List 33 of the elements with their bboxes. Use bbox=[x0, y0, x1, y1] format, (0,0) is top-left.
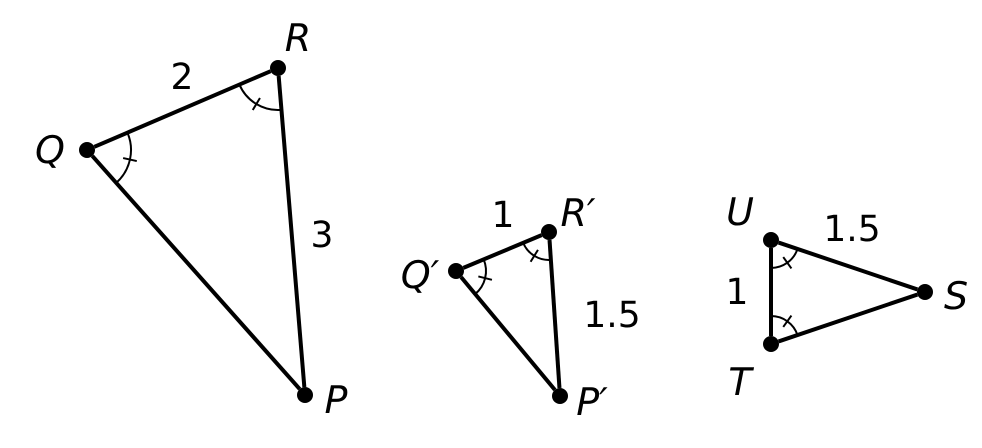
vertex-point bbox=[297, 387, 313, 403]
vertex-point bbox=[270, 60, 286, 76]
vertex-point bbox=[763, 336, 779, 352]
vertex-label: P′ bbox=[576, 383, 608, 421]
side-length: 3 bbox=[310, 218, 334, 254]
vertex-point bbox=[448, 263, 464, 279]
vertex-label: Q bbox=[35, 131, 65, 169]
vertex-point bbox=[79, 142, 95, 158]
triangle-side bbox=[778, 292, 918, 344]
vertex-point bbox=[917, 284, 933, 300]
vertex-label: P bbox=[324, 381, 348, 419]
vertex-label: R′ bbox=[560, 194, 596, 232]
vertex-point bbox=[541, 224, 557, 240]
side-length: 1 bbox=[492, 198, 514, 234]
triangle-side bbox=[462, 233, 542, 270]
vertex-point bbox=[552, 388, 568, 404]
triangle-side bbox=[460, 276, 556, 392]
vertex-point bbox=[763, 232, 779, 248]
triangle-side bbox=[94, 69, 272, 149]
triangle-side bbox=[548, 240, 562, 388]
side-length: 1.5 bbox=[823, 212, 881, 248]
triangle-side bbox=[778, 240, 918, 292]
triangle-side bbox=[276, 76, 306, 388]
vertex-label: Q′ bbox=[400, 256, 440, 294]
side-length: 1.5 bbox=[583, 298, 641, 334]
vertex-label: U bbox=[726, 193, 754, 231]
vertex-label: T bbox=[728, 363, 752, 401]
vertex-label: S bbox=[944, 277, 968, 315]
vertex-label: R bbox=[284, 19, 312, 57]
triangle-side bbox=[90, 154, 302, 390]
side-length: 2 bbox=[170, 60, 194, 96]
triangle-side bbox=[769, 248, 773, 336]
side-length: 1 bbox=[726, 275, 748, 311]
